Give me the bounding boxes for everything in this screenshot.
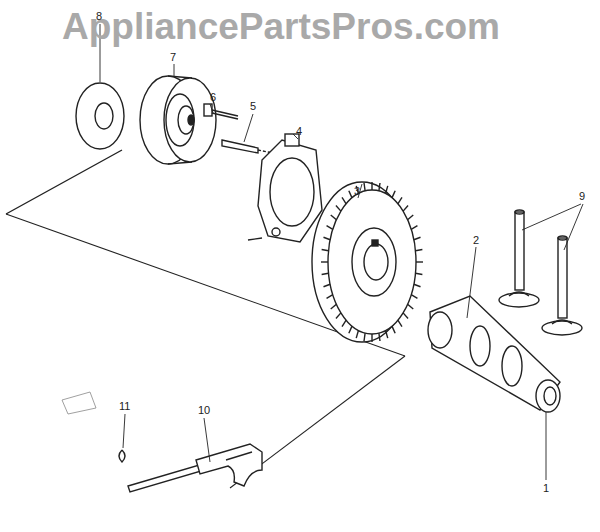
leader-line (174, 64, 175, 76)
leader-line (467, 247, 476, 318)
gear-tooth (392, 326, 395, 333)
gear-tooth (408, 215, 414, 220)
gear-tooth (342, 197, 346, 203)
gear-tooth (371, 334, 372, 342)
callout-number: 9 (579, 191, 585, 202)
gear-tooth (323, 237, 330, 239)
bracket (248, 134, 322, 242)
valve (542, 236, 582, 335)
leader-line (522, 204, 581, 230)
gear-tooth (403, 313, 408, 319)
gear-tooth (321, 261, 328, 262)
gear-tooth (392, 191, 395, 198)
gear-tooth (379, 183, 380, 191)
gear-tooth (411, 295, 417, 299)
leader-line (123, 414, 125, 448)
gear-tooth (331, 304, 337, 309)
gear-tooth (364, 333, 365, 341)
gear-tooth (322, 273, 329, 274)
gear-tooth (403, 205, 408, 211)
gear-tooth (322, 249, 329, 250)
camshaft (428, 296, 560, 412)
callout-number: 1 (543, 483, 549, 494)
shift-fork (119, 444, 262, 492)
gear-tooth (408, 304, 414, 309)
gear-tooth (342, 320, 346, 326)
gear-tooth (349, 191, 352, 198)
gear-tooth (327, 295, 333, 299)
gear-tooth (364, 183, 365, 191)
gear-tooth (398, 197, 402, 203)
callout-number: 6 (210, 92, 216, 103)
callout-number: 2 (473, 235, 479, 246)
callout-number: 7 (170, 52, 176, 63)
screw (204, 104, 238, 119)
gear-tooth (371, 182, 372, 190)
gear-tooth (414, 237, 421, 239)
leader-line (204, 418, 210, 462)
gear-tooth (327, 226, 333, 230)
gear-tooth (411, 226, 417, 230)
gear-tooth (349, 326, 352, 333)
gear-tooth (336, 313, 341, 319)
callout-number: 5 (250, 101, 256, 112)
gear-tooth (336, 205, 341, 211)
gear-tooth (323, 284, 330, 286)
leader-line (244, 114, 253, 142)
gear-tooth (356, 330, 358, 338)
callout-number: 10 (198, 405, 210, 416)
callout-number: 8 (96, 11, 102, 22)
gear-tooth (416, 261, 423, 262)
leader-line (564, 204, 583, 250)
clip (119, 450, 125, 462)
gear-tooth (386, 186, 388, 194)
washer (76, 83, 124, 149)
gear-tooth (386, 330, 388, 338)
leader-line (210, 104, 213, 113)
callout-number: 3 (354, 186, 360, 197)
callout-number: 11 (119, 401, 130, 412)
callout-number: 4 (296, 126, 302, 137)
gear-tooth (414, 284, 421, 286)
bracket-line (6, 150, 122, 214)
gear-tooth (398, 320, 402, 326)
gear-tooth (415, 249, 422, 250)
valve (499, 210, 539, 307)
gear-tooth (379, 333, 380, 341)
gear (312, 182, 423, 342)
leader-line (546, 412, 547, 480)
gear-tooth (415, 273, 422, 274)
pulley (140, 76, 216, 164)
gear-tooth (331, 215, 337, 220)
watermark: AppliancePartsPros.com (62, 8, 500, 45)
